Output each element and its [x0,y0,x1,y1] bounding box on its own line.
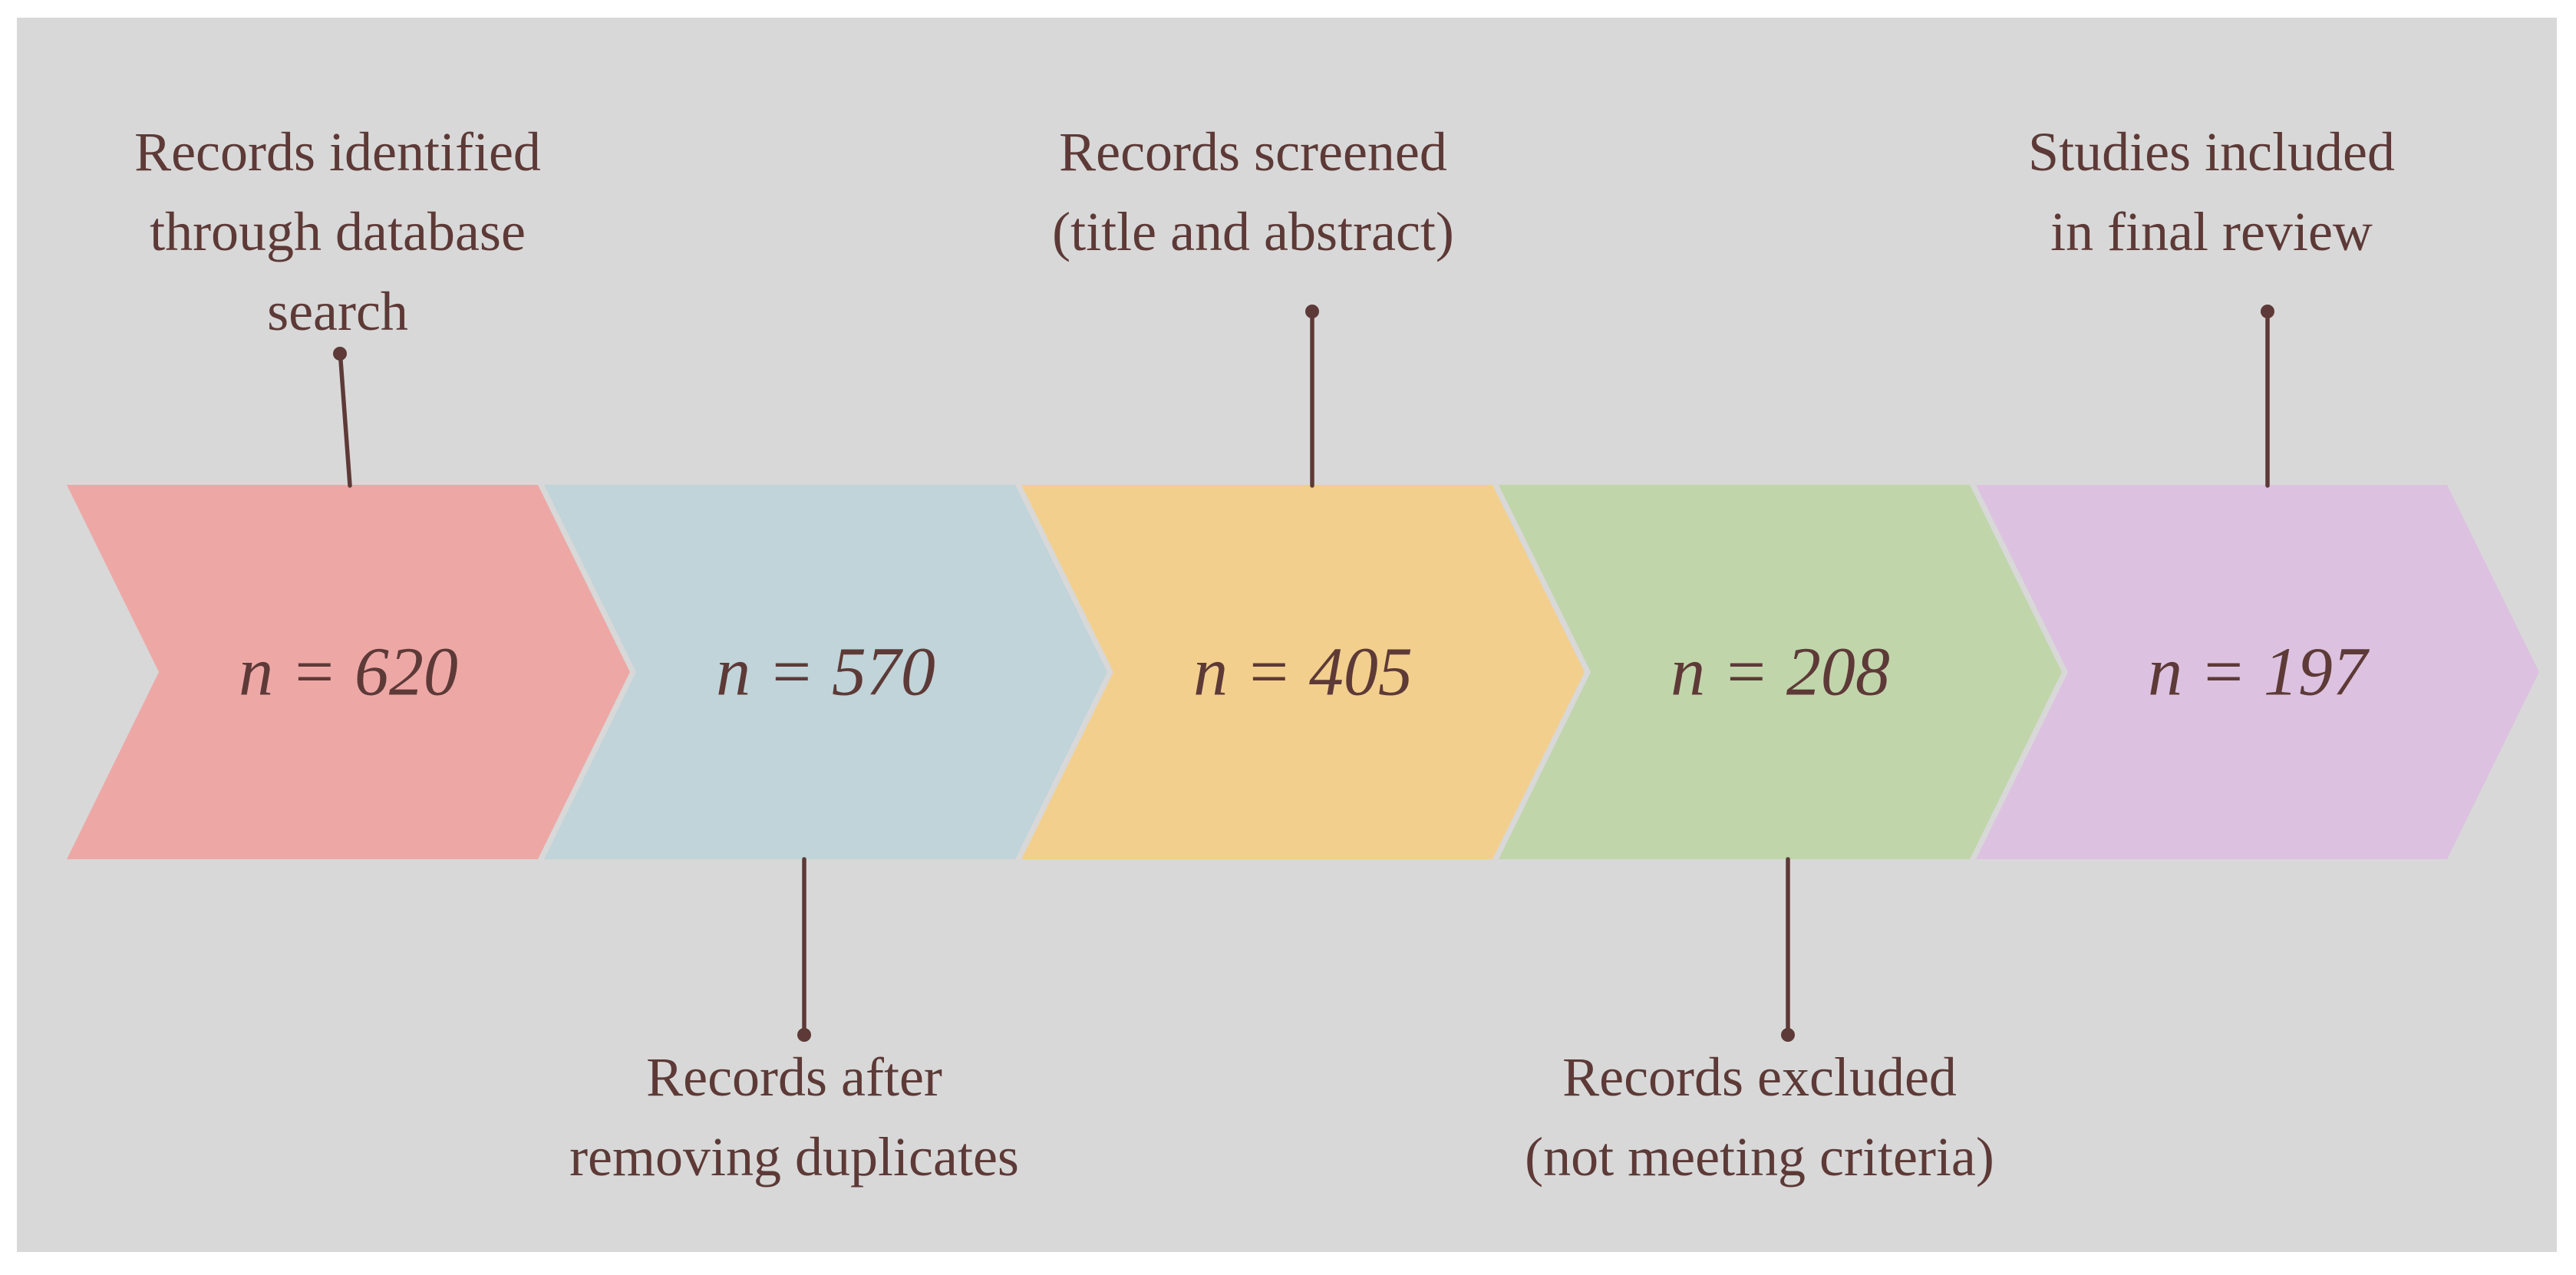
connector-step-1 [333,347,352,488]
connector-step-3 [1305,305,1319,488]
step-label-records-after-duplicates: Records after removing duplicates [569,1037,1019,1197]
label-line: (title and abstract) [1052,201,1454,262]
label-line: Records after [646,1046,942,1108]
chevron-step-3 [1021,485,1585,859]
chevron-step-4 [1499,485,2062,859]
label-line: search [267,281,408,342]
connector-step-5 [2261,305,2274,488]
step-label-records-screened: Records screened (title and abstract) [1052,112,1454,272]
step-value-3: n = 405 [1193,634,1413,710]
chevron-step-5 [1976,485,2539,859]
step-label-records-excluded: Records excluded (not meeting criteria) [1525,1037,1994,1197]
step-value-4: n = 208 [1671,634,1890,710]
chevron-step-1 [67,485,630,859]
step-label-records-identified: Records identified through database sear… [134,112,541,351]
connector-step-2 [797,857,811,1042]
label-line: removing duplicates [569,1126,1019,1188]
label-line: Records identified [134,121,541,183]
step-label-studies-included: Studies included in final review [2028,112,2395,272]
label-line: through database [150,201,526,262]
label-line: (not meeting criteria) [1525,1126,1994,1188]
step-value-5: n = 197 [2148,634,2367,710]
label-line: Studies included [2028,121,2395,183]
label-line: in final review [2050,201,2373,262]
chevron-step-2 [544,485,1107,859]
connector-step-4 [1781,857,1795,1042]
step-value-1: n = 620 [239,634,458,710]
step-value-2: n = 570 [716,634,935,710]
label-line: Records screened [1059,121,1447,183]
label-line: Records excluded [1562,1046,1957,1108]
